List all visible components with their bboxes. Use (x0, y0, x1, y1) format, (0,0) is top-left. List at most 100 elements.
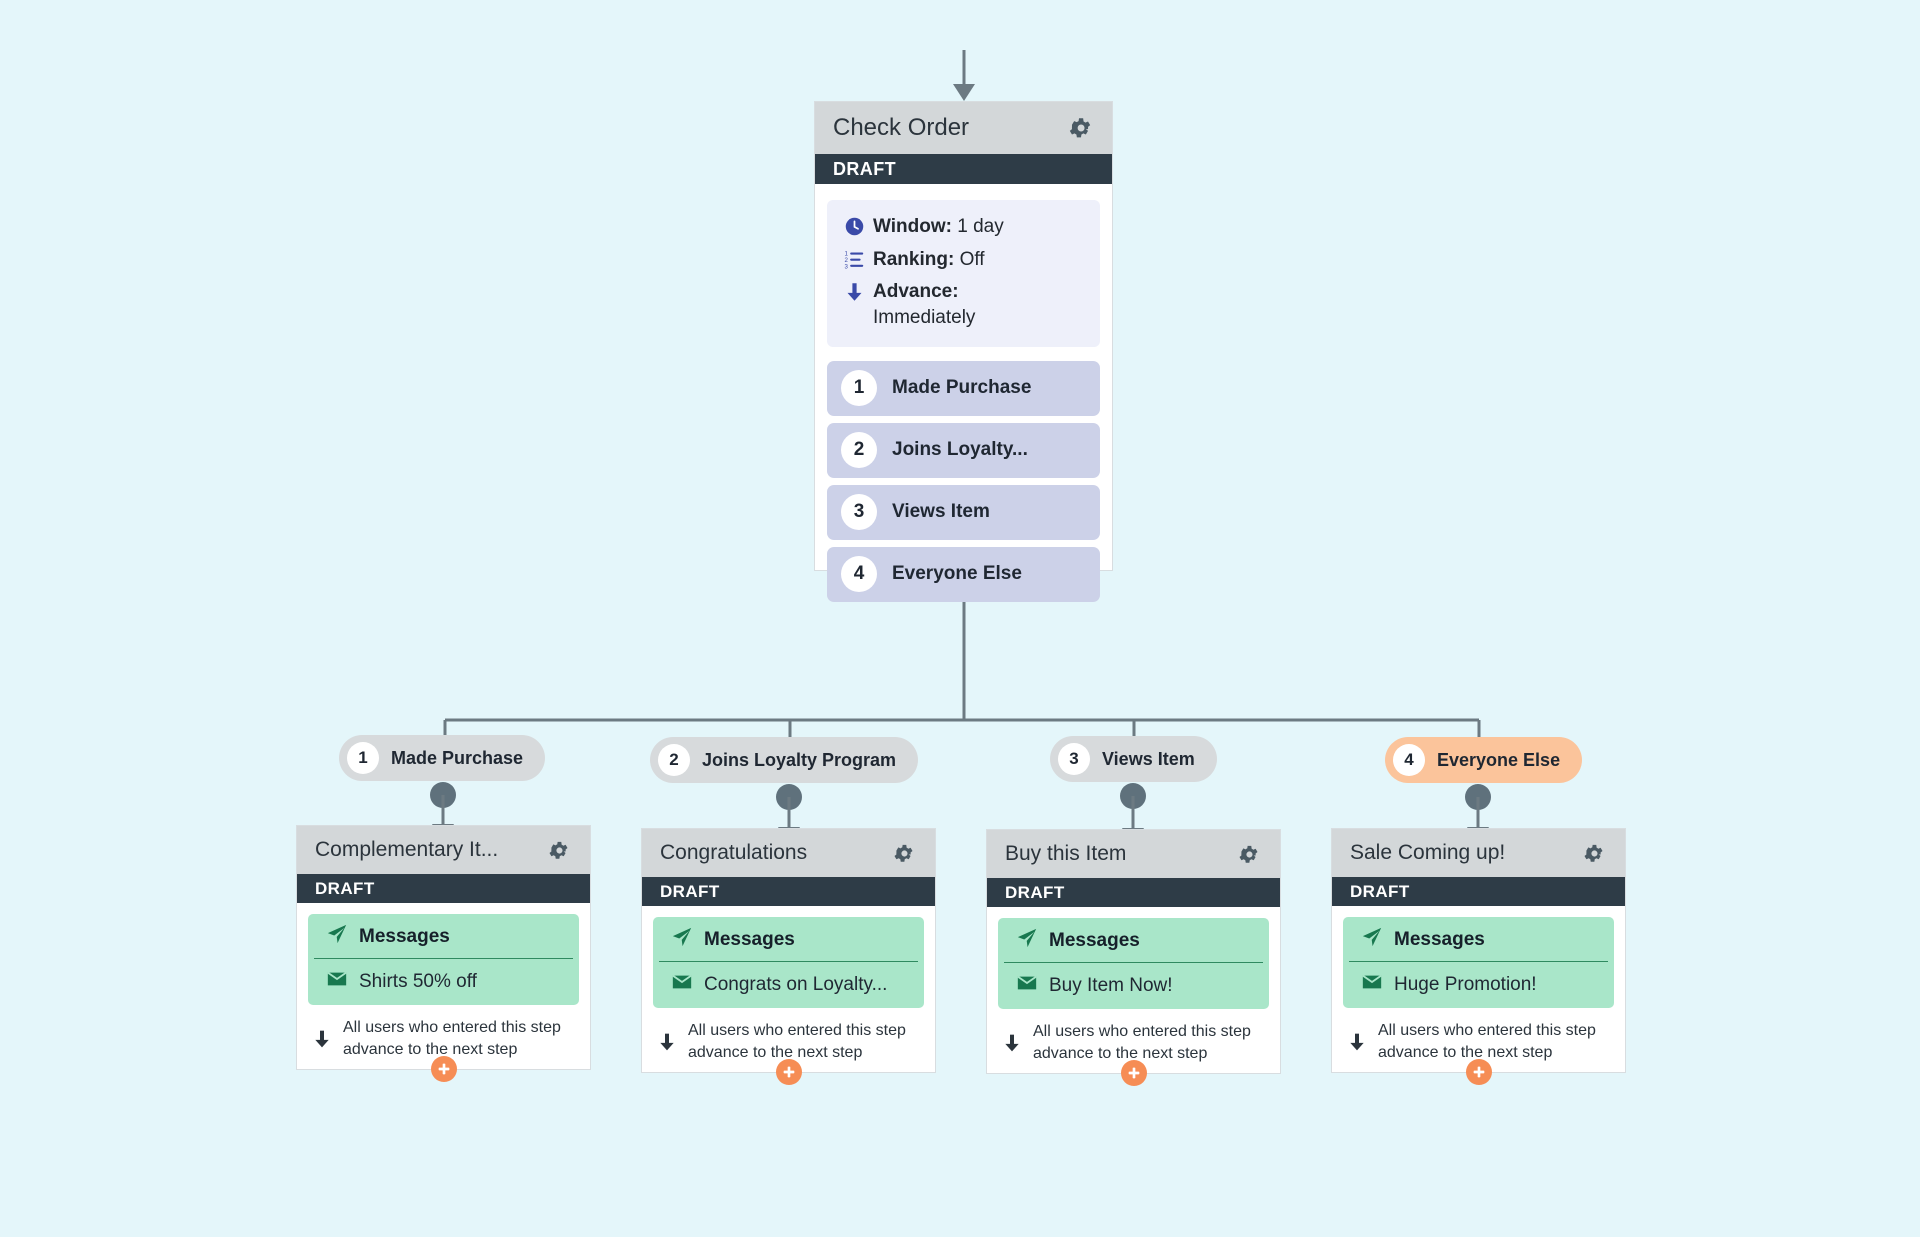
setting-advance-label: Advance: (873, 281, 959, 303)
arrow-down-icon (997, 1032, 1027, 1054)
check-order-card[interactable]: Check Order DRAFT Window: 1 day (814, 101, 1113, 602)
message-list-item-label: Shirts 50% off (359, 970, 477, 992)
step-card-title: Complementary It... (315, 838, 499, 861)
setting-advance-value: Immediately (873, 306, 976, 328)
envelope-icon (326, 968, 348, 995)
step-card-title: Congratulations (660, 841, 808, 864)
plus-icon[interactable] (1465, 1059, 1492, 1085)
gear-icon[interactable] (1066, 114, 1094, 142)
plus-icon[interactable] (1120, 1060, 1147, 1086)
messages-header: Messages (1349, 924, 1608, 962)
branch-pill-1[interactable]: 1 Made Purchase (339, 735, 546, 781)
branch-item-3[interactable]: 3 Views Item (827, 484, 1100, 540)
branch-number: 3 (841, 494, 877, 531)
card-header: Complementary It... (297, 826, 590, 874)
paper-plane-icon (326, 923, 348, 950)
branch-pill-label: Made Purchase (391, 747, 524, 768)
plus-icon[interactable] (775, 1059, 802, 1085)
plus-icon[interactable] (430, 1056, 457, 1082)
messages-box[interactable]: Messages Buy Item Now! (998, 918, 1269, 1009)
step-card-title: Sale Coming up! (1350, 841, 1506, 864)
branch-pill-2[interactable]: 2 Joins Loyalty Program (650, 737, 919, 783)
step-card-complementary-item[interactable]: Complementary It... DRAFT Messages Shirt… (296, 825, 591, 1082)
messages-header-label: Messages (1394, 928, 1485, 950)
clock-icon (841, 214, 867, 237)
advance-info: All users who entered this step advance … (1332, 1008, 1625, 1064)
messages-header-label: Messages (359, 925, 450, 947)
arrow-down-icon (1342, 1031, 1372, 1053)
branch-pill-number: 4 (1393, 744, 1425, 776)
status-badge: DRAFT (297, 874, 590, 903)
advance-info: All users who entered this step advance … (642, 1008, 935, 1064)
status-badge: DRAFT (1332, 877, 1625, 906)
card-header: Congratulations (642, 829, 935, 877)
page-title: Check Order (833, 114, 970, 141)
messages-box[interactable]: Messages Shirts 50% off (308, 914, 579, 1005)
advance-text: All users who entered this step advance … (688, 1022, 906, 1062)
message-list-item[interactable]: Congrats on Loyalty... (659, 962, 918, 1000)
setting-window-label: Window: (873, 216, 952, 237)
gear-icon[interactable] (544, 836, 572, 864)
svg-text:2: 2 (844, 257, 848, 264)
message-list-item-label: Buy Item Now! (1049, 974, 1173, 996)
branch-pill-number: 3 (1058, 743, 1090, 775)
settings-panel: Window: 1 day 1 2 3 Ranking: Off (827, 200, 1100, 347)
message-list-item[interactable]: Huge Promotion! (1349, 962, 1608, 1000)
branch-number: 1 (841, 370, 877, 407)
messages-header: Messages (314, 921, 573, 959)
branch-number: 4 (841, 556, 877, 593)
branch-pill-label: Joins Loyalty Program (702, 749, 897, 770)
message-list-item[interactable]: Buy Item Now! (1004, 963, 1263, 1001)
setting-window-value: 1 day (957, 216, 1004, 237)
branch-item-4[interactable]: 4 Everyone Else (827, 546, 1100, 602)
setting-window: Window: 1 day (841, 214, 1086, 240)
branch-list: 1 Made Purchase 2 Joins Loyalty... 3 Vie… (827, 360, 1100, 602)
paper-plane-icon (1016, 927, 1038, 954)
branch-pill-label: Everyone Else (1437, 749, 1561, 770)
card-header: Buy this Item (987, 830, 1280, 878)
advance-info: All users who entered this step advance … (987, 1009, 1280, 1065)
branch-pill-4[interactable]: 4 Everyone Else (1385, 737, 1583, 783)
branch-label: Joins Loyalty... (892, 439, 1028, 461)
setting-ranking-value: Off (959, 248, 985, 270)
messages-box[interactable]: Messages Congrats on Loyalty... (653, 917, 924, 1008)
branch-item-2[interactable]: 2 Joins Loyalty... (827, 422, 1100, 478)
setting-ranking-label: Ranking: (873, 248, 955, 270)
step-card-sale-coming-up[interactable]: Sale Coming up! DRAFT Messages Huge Prom… (1331, 828, 1626, 1085)
status-badge: DRAFT (642, 877, 935, 906)
messages-box[interactable]: Messages Huge Promotion! (1343, 917, 1614, 1008)
paper-plane-icon (671, 926, 693, 953)
branch-pill-number: 1 (347, 742, 379, 774)
advance-text: All users who entered this step advance … (1378, 1022, 1596, 1062)
branch-pill-label: Views Item (1102, 748, 1195, 769)
gear-icon[interactable] (889, 839, 917, 867)
svg-text:1: 1 (844, 250, 848, 257)
branch-pill-3[interactable]: 3 Views Item (1050, 736, 1217, 782)
setting-advance-text: Advance: Immediately (873, 279, 975, 330)
advance-info: All users who entered this step advance … (297, 1005, 590, 1061)
arrow-down-icon (652, 1031, 682, 1053)
gear-icon[interactable] (1579, 839, 1607, 867)
messages-header: Messages (659, 924, 918, 962)
advance-text: All users who entered this step advance … (1033, 1023, 1251, 1063)
gear-icon[interactable] (1234, 840, 1262, 868)
message-list-item[interactable]: Shirts 50% off (314, 959, 573, 997)
step-card-buy-this-item[interactable]: Buy this Item DRAFT Messages Buy Item No… (986, 829, 1281, 1086)
status-badge: DRAFT (815, 154, 1112, 184)
branch-label: Everyone Else (892, 563, 1022, 585)
arrow-down-icon (841, 279, 867, 303)
paper-plane-icon (1361, 926, 1383, 953)
card-header: Sale Coming up! (1332, 829, 1625, 877)
setting-ranking: 1 2 3 Ranking: Off (841, 247, 1086, 273)
setting-advance: Advance: Immediately (841, 279, 1086, 330)
svg-text:3: 3 (844, 263, 848, 269)
arrow-down-icon (307, 1028, 337, 1050)
envelope-icon (1016, 972, 1038, 999)
step-card-congratulations[interactable]: Congratulations DRAFT Messages Congrats … (641, 828, 936, 1085)
branch-item-1[interactable]: 1 Made Purchase (827, 360, 1100, 416)
envelope-icon (1361, 971, 1383, 998)
branch-pill-number: 2 (658, 744, 690, 776)
branch-label: Views Item (892, 501, 990, 523)
messages-header: Messages (1004, 925, 1263, 963)
